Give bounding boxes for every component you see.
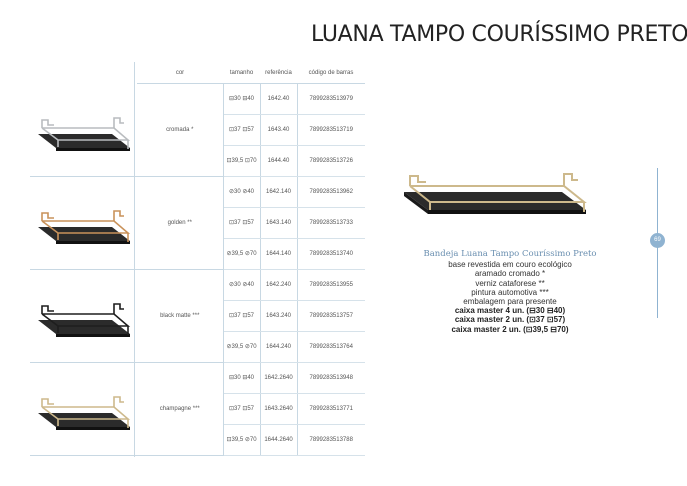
product-image-cell <box>30 269 137 363</box>
size-cell: ⊡37 ⊡57 <box>223 114 261 146</box>
page-number-badge: 69 <box>650 233 665 248</box>
header-codigo: código de barras <box>297 62 365 84</box>
reference-cell: 1643.2640 <box>260 393 298 425</box>
barcode-cell: 7899283513948 <box>297 362 365 394</box>
feature-line: verniz cataforese ** <box>475 278 545 288</box>
table-divider <box>134 62 135 457</box>
header-referencia: referência <box>260 62 297 84</box>
size-cell: ⊡37 ⊡57 <box>223 300 261 332</box>
barcode-cell: 7899283513764 <box>297 331 365 363</box>
header-cor: cor <box>137 62 223 84</box>
feature-bold-line: caixa master 2 un. (⊡39,5 ⊟70) <box>451 324 569 334</box>
product-image-cell <box>30 176 137 270</box>
barcode-cell: 7899283513719 <box>297 114 365 146</box>
feature-line: aramado cromado * <box>474 269 546 279</box>
header-image <box>30 62 137 84</box>
product-table: cor tamanho referência código de barras … <box>30 62 365 456</box>
barcode-cell: 7899283513771 <box>297 393 365 425</box>
reference-cell: 1643.140 <box>260 207 298 239</box>
barcode-cell: 7899283513757 <box>297 300 365 332</box>
table-header-row: cor tamanho referência código de barras <box>30 62 365 84</box>
feature-tray-svg <box>404 173 587 214</box>
barcode-cell: 7899283513955 <box>297 269 365 301</box>
size-cell: ⊟30 ⊟40 <box>223 83 261 115</box>
feature-product-image <box>392 152 592 235</box>
product-image-cell <box>30 362 137 456</box>
size-cell: ⊡37 ⊡57 <box>223 207 261 239</box>
barcode-cell: 7899283513740 <box>297 238 365 270</box>
size-cell: ⊡39,5 ⊡70 <box>223 145 261 177</box>
feature-caption: Bandeja Luana Tampo Couríssimo Preto bas… <box>400 249 620 334</box>
reference-cell: 1644.2640 <box>260 424 298 456</box>
size-cell: ⊘39,5 ⊘70 <box>223 238 261 270</box>
size-cell: ⊡39,5 ⊘70 <box>223 424 261 456</box>
page-title: LUANA TAMPO COURÍSSIMO PRETO <box>311 22 687 47</box>
reference-cell: 1642.40 <box>260 83 298 115</box>
color-cell: cromada * <box>137 83 224 177</box>
header-tamanho: tamanho <box>223 62 260 84</box>
reference-cell: 1643.40 <box>260 114 298 146</box>
size-cell: ⊟30 ⊟40 <box>223 362 261 394</box>
reference-cell: 1644.40 <box>260 145 298 177</box>
barcode-cell: 7899283513979 <box>297 83 365 115</box>
feature-bold-line: caixa master 4 un. (⊟30 ⊟40) <box>454 306 566 316</box>
feature-bold-line: caixa master 2 un. (⊡37 ⊡57) <box>454 315 566 325</box>
barcode-cell: 7899283513726 <box>297 145 365 177</box>
color-cell: champagne *** <box>137 362 224 456</box>
size-cell: ⊘30 ⊘40 <box>223 269 261 301</box>
feature-line: pintura automotiva *** <box>471 287 549 297</box>
color-cell: black matte *** <box>137 269 224 363</box>
golden-tray-image <box>37 210 130 244</box>
barcode-cell: 7899283513962 <box>297 176 365 208</box>
size-cell: ⊡37 ⊡57 <box>223 393 261 425</box>
feature-name: Bandeja Luana Tampo Couríssimo Preto <box>423 249 597 259</box>
feature-line: embalagem para presente <box>463 297 557 307</box>
size-cell: ⊘30 ⊘40 <box>223 176 261 208</box>
size-cell: ⊘39,5 ⊘70 <box>223 331 261 363</box>
reference-cell: 1642.2640 <box>260 362 298 394</box>
reference-cell: 1644.140 <box>260 238 298 270</box>
reference-cell: 1643.240 <box>260 300 298 332</box>
barcode-cell: 7899283513733 <box>297 207 365 239</box>
reference-cell: 1644.240 <box>260 331 298 363</box>
color-cell: golden ** <box>137 176 224 270</box>
black-tray-image <box>37 303 130 337</box>
reference-cell: 1642.240 <box>260 269 298 301</box>
barcode-cell: 7899283513788 <box>297 424 365 456</box>
champagne-tray-image <box>37 396 130 430</box>
feature-line: base revestida em couro ecológico <box>448 260 572 270</box>
product-image-cell <box>30 83 137 177</box>
reference-cell: 1642.140 <box>260 176 298 208</box>
chrome-tray-image <box>37 116 130 151</box>
